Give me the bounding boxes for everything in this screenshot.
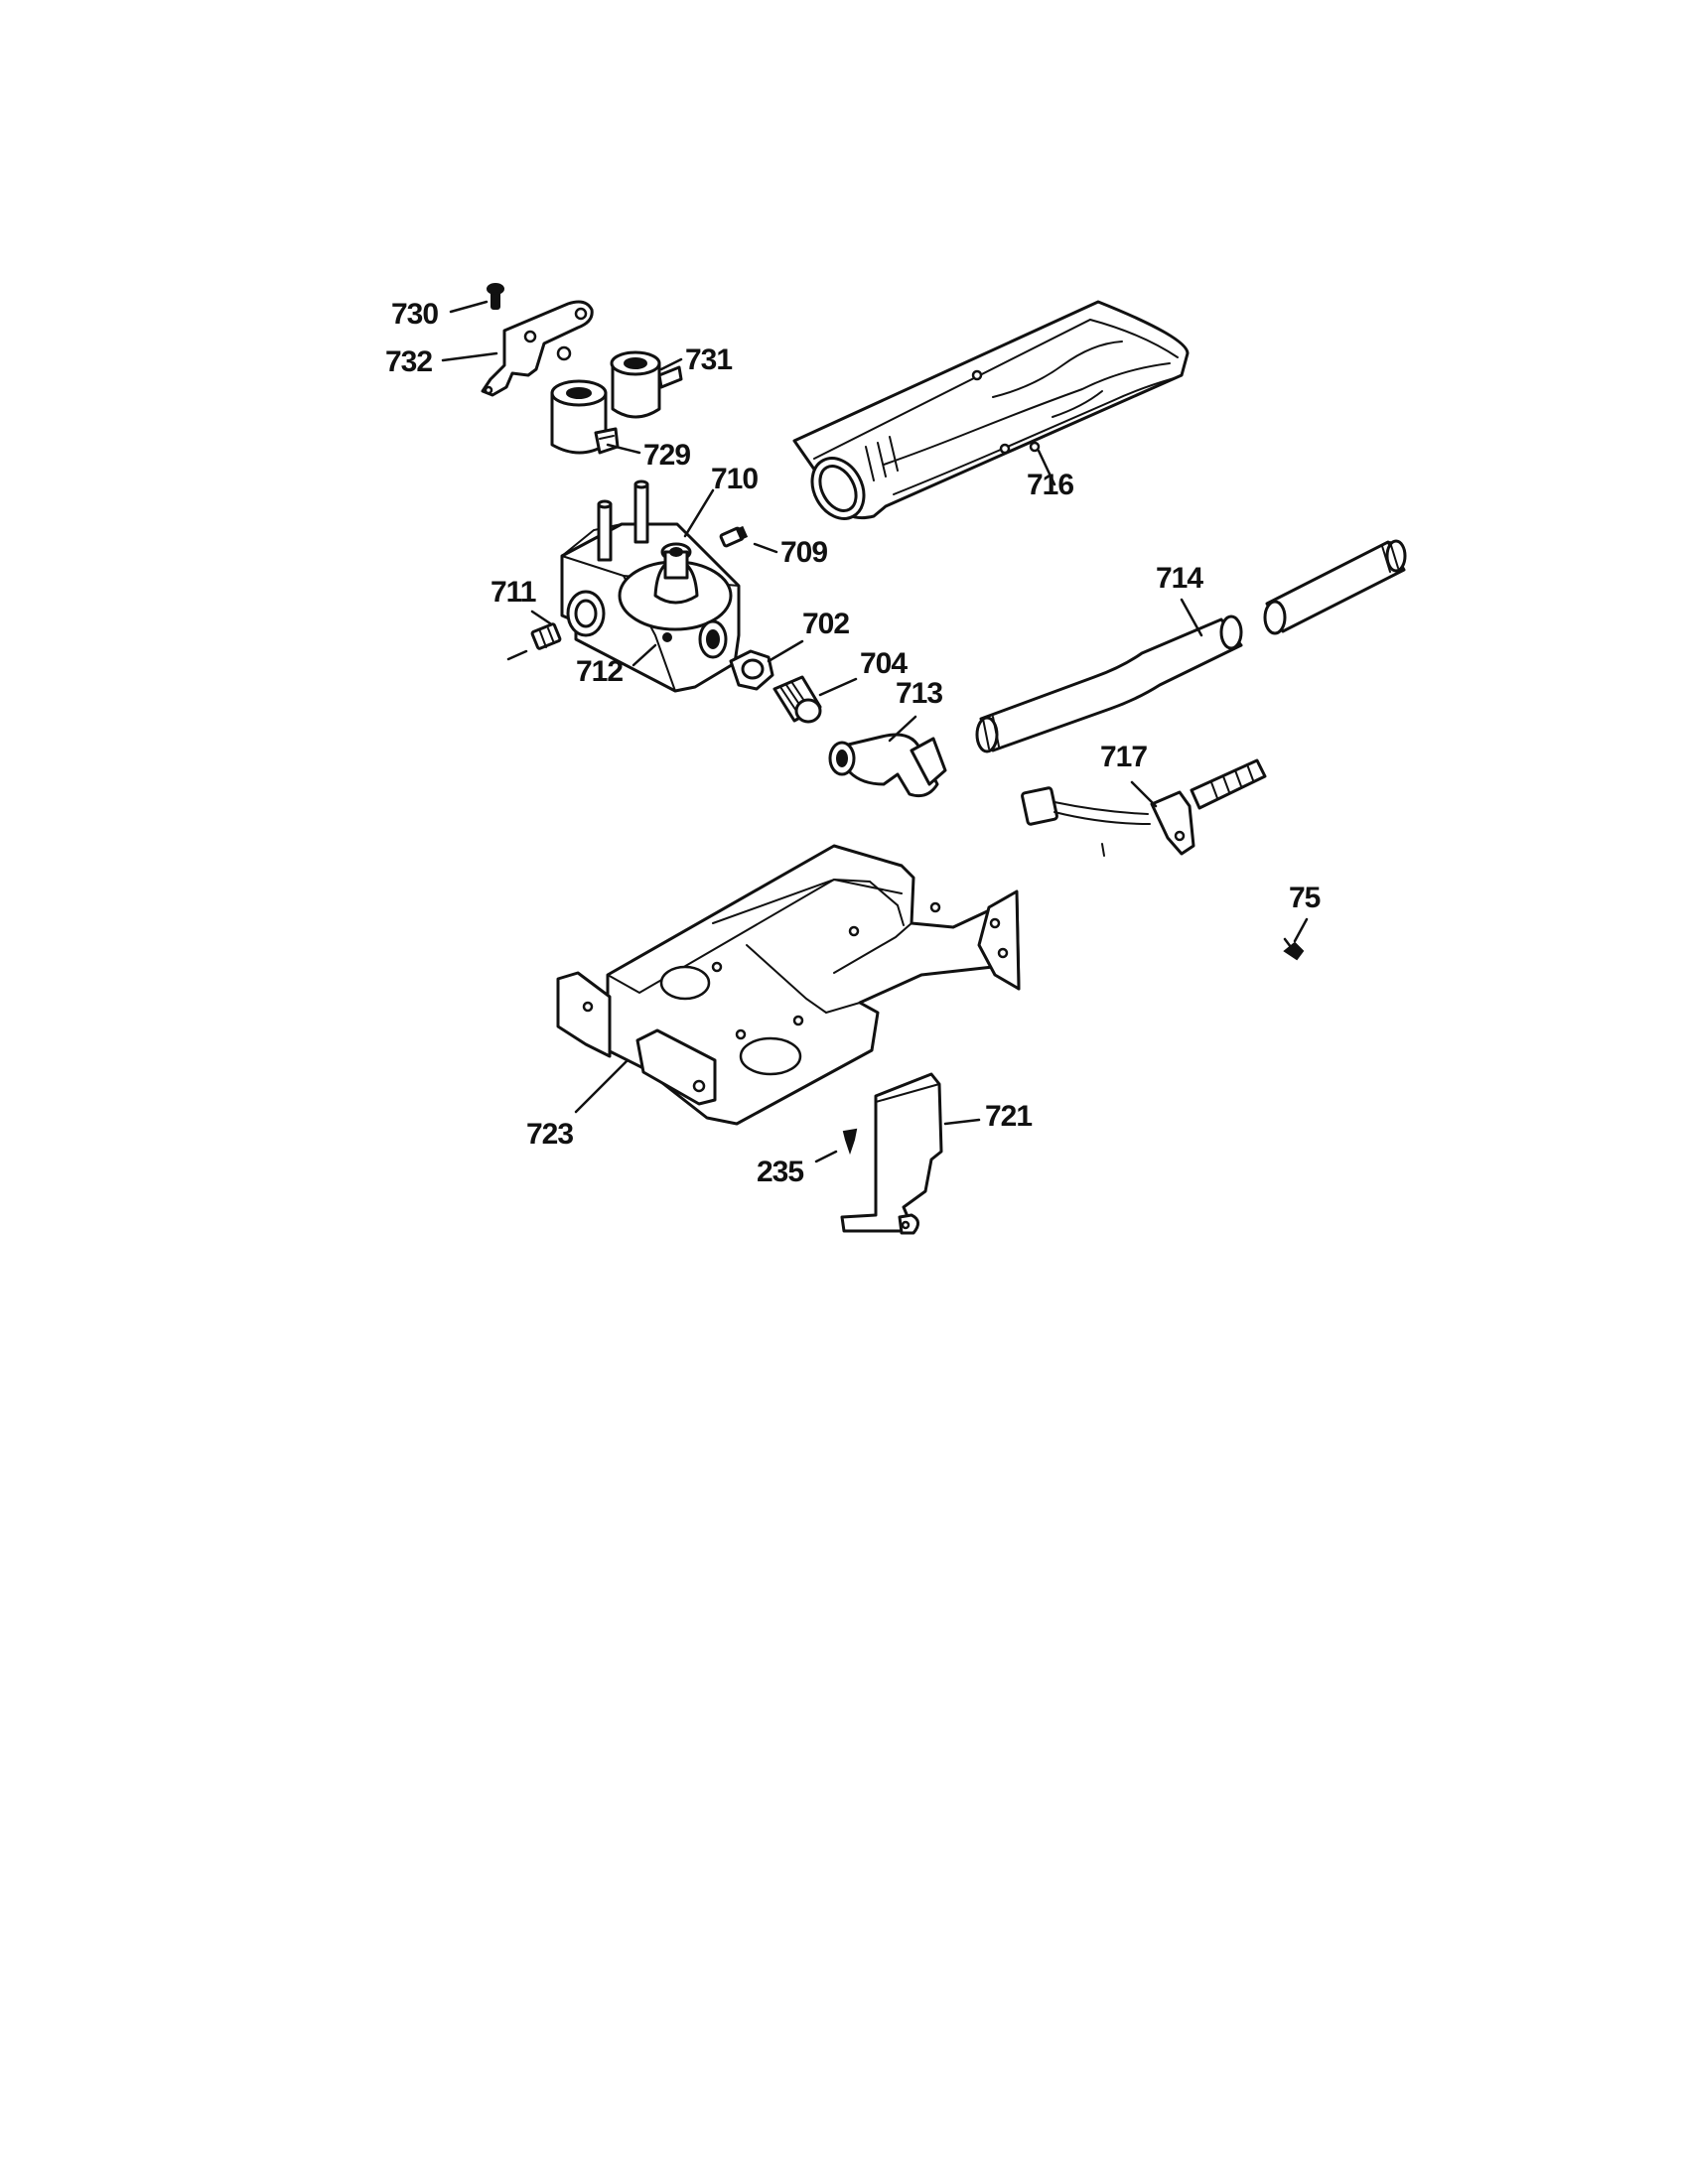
part-75-screw (1283, 937, 1305, 961)
leader-235 (814, 1150, 838, 1163)
leader-710 (683, 488, 715, 538)
leader-75 (1293, 917, 1309, 943)
callout-710: 710 (711, 463, 758, 495)
part-721-shield-plate (840, 1072, 943, 1235)
leader-721 (943, 1118, 981, 1126)
callout-714: 714 (1156, 562, 1203, 595)
leader-lines (441, 300, 1309, 1163)
leader-712 (632, 643, 657, 667)
callout-721: 721 (985, 1100, 1032, 1133)
part-711-plug (530, 622, 562, 650)
part-714-manifold-tube (975, 539, 1407, 753)
leader-717 (1130, 780, 1158, 808)
leader-716 (1037, 449, 1056, 486)
callout-717: 717 (1100, 741, 1147, 773)
callout-730: 730 (391, 298, 438, 331)
leader-731 (659, 357, 683, 371)
part-716-burner-shield (792, 300, 1190, 520)
part-704-fitting (772, 675, 822, 724)
leader-709 (753, 542, 778, 554)
part-709-orifice-fitting (719, 525, 749, 548)
callout-75: 75 (1289, 882, 1321, 914)
leader-711 (530, 610, 552, 625)
leader-711-b (506, 649, 528, 661)
leader-732 (441, 351, 498, 362)
part-732-bracket (481, 300, 594, 397)
part-730-screw (487, 283, 504, 310)
part-729-solenoid-coil (550, 379, 620, 455)
callout-labels: 730 732 731 729 710 709 711 712 702 704 … (385, 298, 1322, 1188)
leader-729 (606, 443, 641, 455)
callout-713: 713 (896, 677, 942, 710)
leader-723 (574, 1058, 630, 1114)
callout-709: 709 (780, 536, 827, 569)
callout-732: 732 (385, 345, 432, 378)
leader-730 (449, 300, 489, 314)
callout-704: 704 (860, 647, 908, 680)
callout-731: 731 (685, 343, 732, 376)
callout-712: 712 (576, 655, 623, 688)
callout-716: 716 (1027, 469, 1073, 501)
callout-711: 711 (491, 576, 536, 609)
leader-704 (818, 677, 858, 697)
part-702-hex-nut (729, 649, 774, 691)
part-731-solenoid-coil (610, 350, 683, 419)
callout-723: 723 (526, 1118, 573, 1151)
part-723-mounting-bracket (556, 844, 1021, 1126)
callout-729: 729 (643, 439, 690, 472)
part-713-elbow (828, 733, 947, 798)
part-235-screw (842, 1128, 858, 1156)
callout-702: 702 (802, 608, 849, 640)
leader-713 (888, 715, 917, 743)
part-717-igniter (1021, 758, 1267, 857)
leader-714 (1180, 598, 1203, 637)
callout-235: 235 (757, 1156, 803, 1188)
part-712-gas-valve (560, 479, 741, 693)
leader-702 (767, 639, 804, 663)
